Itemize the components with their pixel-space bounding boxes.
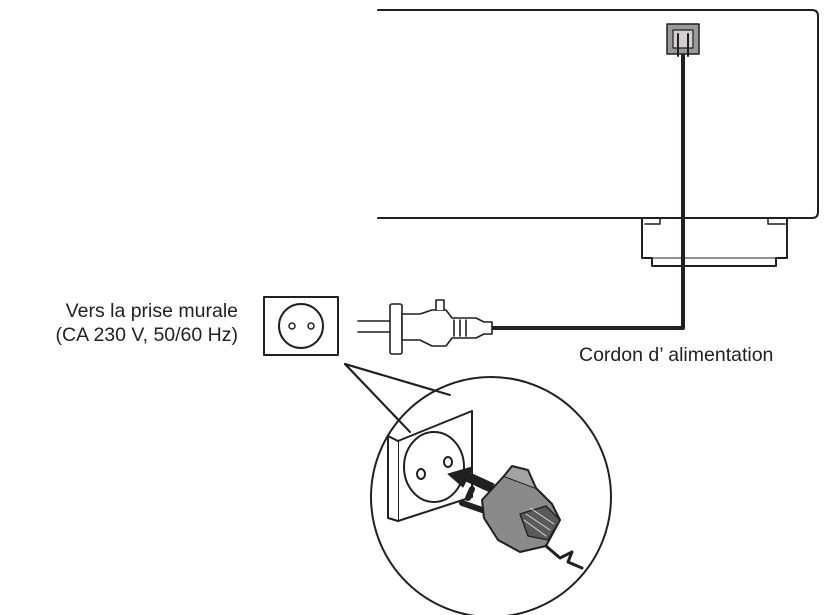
wall-outlet-large-icon	[387, 410, 473, 522]
wall-outlet-icon	[263, 296, 339, 356]
wall-outlet-label: Vers la prise murale (CA 230 V, 50/60 Hz…	[56, 299, 238, 347]
power-cord-label: Cordon d’ alimentation	[579, 344, 774, 366]
zoom-callout	[344, 363, 612, 615]
ac-inlet	[666, 23, 700, 57]
wall-outlet-label-line2: (CA 230 V, 50/60 Hz)	[55, 324, 238, 346]
power-cord	[490, 54, 685, 330]
wall-outlet-label-line1: Vers la prise murale	[65, 300, 238, 322]
device-body	[377, 9, 819, 267]
power-plug-icon	[357, 299, 493, 355]
power-plug-large-icon	[459, 465, 584, 570]
